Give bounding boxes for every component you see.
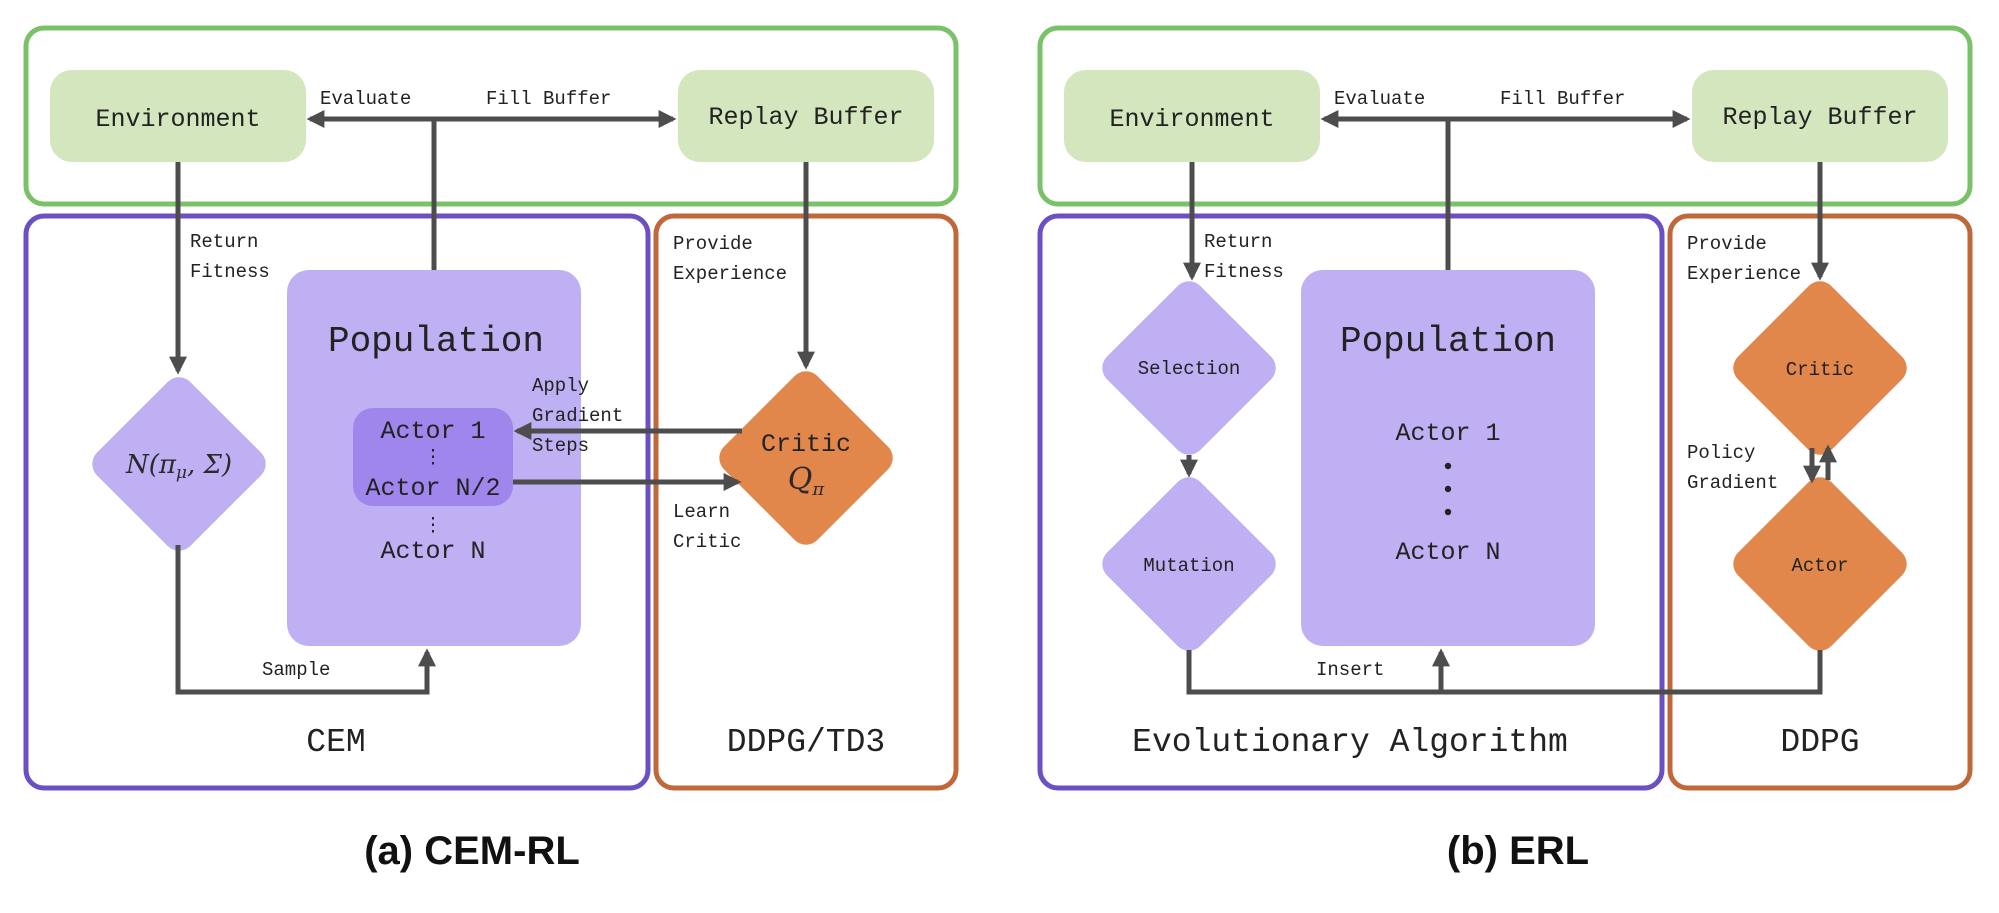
experience-label-b: Experience: [1687, 263, 1801, 285]
ellipsis-lower-a: ⋮: [424, 515, 443, 537]
insert-label-b: Insert: [1316, 659, 1384, 681]
population-box-b: [1301, 270, 1595, 646]
gradient-label-b: Gradient: [1687, 472, 1778, 494]
dot-3-b: [1444, 508, 1452, 516]
caption-b: (b) ERL: [1447, 829, 1589, 873]
environment-box-b: [1064, 70, 1320, 162]
actor-n-label-a: Actor N: [380, 537, 485, 566]
critic-diamond-b: [1733, 281, 1907, 455]
gaussian-diamond-a: [92, 377, 266, 551]
critic-label-a: Critic: [761, 430, 851, 459]
dot-1-b: [1444, 462, 1452, 470]
q-main: Q: [788, 462, 813, 497]
rl-title-a: DDPG/TD3: [727, 724, 885, 761]
fitness-label-a: Fitness: [190, 261, 270, 283]
evaluate-label-a: Evaluate: [320, 88, 411, 110]
environment-label-b: Environment: [1109, 105, 1274, 134]
gaussian-label-a: N(πμ, Σ): [125, 450, 232, 483]
learn-critic-label-a: Critic: [673, 531, 741, 553]
critic-diamond-a: [719, 371, 893, 545]
evaluate-label-b: Evaluate: [1334, 88, 1425, 110]
return-label-b: Return: [1204, 231, 1272, 253]
sample-arrow-a: [175, 545, 436, 695]
actor-1-label-b: Actor 1: [1395, 419, 1500, 448]
panel-erl: Environment Replay Buffer Population Act…: [1037, 25, 1973, 873]
ellipsis-upper-a: ⋮: [424, 447, 443, 469]
actor-diamond-b: [1733, 477, 1907, 651]
actor-half-label-a: Actor N/2: [365, 474, 500, 503]
return-label-a: Return: [190, 231, 258, 253]
fitness-label-b: Fitness: [1204, 261, 1284, 283]
replay-buffer-label-a: Replay Buffer: [708, 103, 903, 132]
learn-label-a: Learn: [673, 501, 730, 523]
gaussian-end: , Σ): [187, 450, 232, 480]
gradient-label-a: Gradient: [532, 405, 623, 427]
selection-label-b: Selection: [1138, 358, 1241, 380]
selection-diamond-b: [1102, 281, 1276, 455]
experience-label-a: Experience: [673, 263, 787, 285]
dot-2-b: [1444, 485, 1452, 493]
environment-label-a: Environment: [95, 105, 260, 134]
replay-buffer-label-b: Replay Buffer: [1722, 103, 1917, 132]
gaussian-main: N(π: [125, 450, 177, 480]
ea-title-b: Evolutionary Algorithm: [1132, 724, 1568, 761]
actor-n-label-b: Actor N: [1395, 538, 1500, 567]
apply-label-a: Apply: [532, 375, 589, 397]
actor-group-a: [353, 408, 513, 506]
mutation-insert-line-b: [1186, 650, 1823, 695]
caption-a: (a) CEM-RL: [364, 829, 580, 873]
provide-label-a: Provide: [673, 233, 753, 255]
provide-label-b: Provide: [1687, 233, 1767, 255]
rl-title-b: DDPG: [1780, 724, 1859, 761]
replay-buffer-box-b: [1692, 70, 1948, 162]
fill-buffer-label-b: Fill Buffer: [1500, 88, 1625, 110]
population-title-a: Population: [328, 321, 544, 362]
mutation-label-b: Mutation: [1143, 555, 1234, 577]
mutation-diamond-b: [1102, 477, 1276, 651]
actor-1-label-a: Actor 1: [380, 417, 485, 446]
environment-box-a: [50, 70, 306, 162]
q-sub: π: [811, 479, 825, 500]
critic-label-b: Critic: [1786, 359, 1854, 381]
actor-label-b: Actor: [1791, 555, 1848, 577]
population-title-b: Population: [1340, 321, 1556, 362]
gaussian-sub: μ: [176, 463, 187, 483]
steps-label-a: Steps: [532, 435, 589, 457]
ea-title-a: CEM: [306, 724, 365, 761]
policy-label-b: Policy: [1687, 442, 1755, 464]
fill-buffer-label-a: Fill Buffer: [486, 88, 611, 110]
sample-label-a: Sample: [262, 659, 330, 681]
panel-cem-rl: Environment Replay Buffer Population Act…: [23, 25, 959, 873]
replay-buffer-box-a: [678, 70, 934, 162]
q-label-a: Qπ: [788, 462, 826, 500]
